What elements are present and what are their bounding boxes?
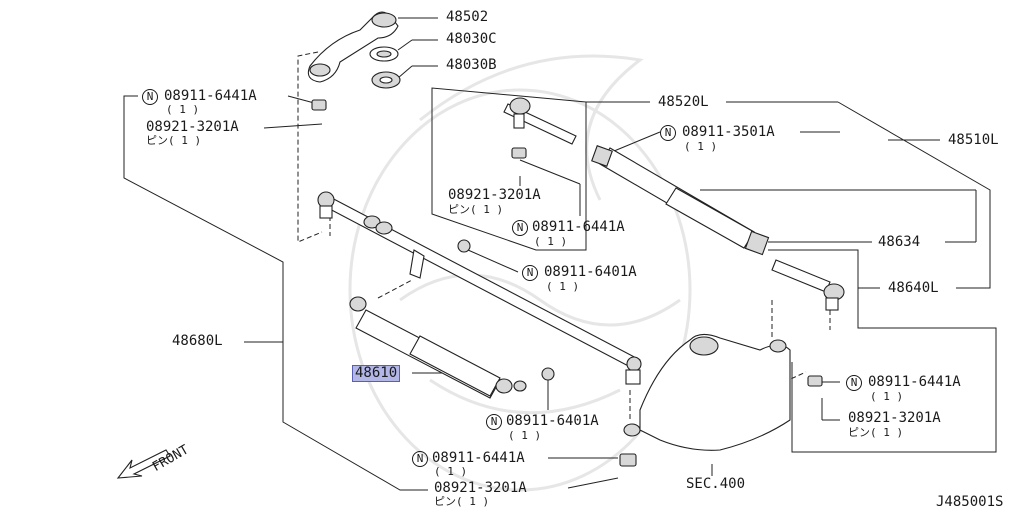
n-badge-icon: N [512, 220, 528, 236]
callout-box-pin-qty: ピン( 1 ) [448, 203, 504, 216]
callout-mid-nut-qty: ( 1 ) [684, 140, 718, 153]
watermark-emblem [348, 54, 692, 492]
n-badge-icon: N [846, 375, 862, 391]
pitman-arm-48502 [307, 11, 399, 83]
n-badge-icon: N [142, 89, 158, 105]
callout-bot-nut-code[interactable]: 08911-6441A [432, 450, 525, 466]
part-label-48680L[interactable]: 48680L [172, 333, 223, 349]
callout-box-nut-code[interactable]: 08911-6441A [532, 219, 625, 235]
callout-rod-nut-qty: ( 1 ) [546, 280, 580, 293]
front-arrow-icon [116, 449, 171, 479]
steering-knuckle [623, 333, 791, 451]
nut-bottom [619, 453, 637, 467]
leader-lines [123, 17, 997, 491]
part-label-48610-highlighted[interactable]: 48610 [352, 365, 401, 382]
callout-rod-nut-code[interactable]: 08911-6401A [544, 264, 637, 280]
callout-tl-pin-code[interactable]: 08921-3201A [146, 119, 239, 135]
callout-bot-pin-qty: ピン( 1 ) [434, 495, 490, 508]
n-badge-icon: N [660, 125, 676, 141]
tie-rod-end-48640L [771, 259, 845, 387]
tie-rod-end-48520L [503, 97, 577, 159]
nut-top-left [311, 99, 327, 111]
callout-bot-pin-code[interactable]: 08921-3201A [434, 480, 527, 496]
washer-48030B [371, 71, 401, 89]
callout-box-pin-code[interactable]: 08921-3201A [448, 187, 541, 203]
callout-rb-nut-code[interactable]: 08911-6441A [868, 374, 961, 390]
callout-damp-nut-qty: ( 1 ) [508, 429, 542, 442]
steering-damper-48610 [349, 296, 555, 399]
assembly-guides [297, 51, 831, 420]
callout-tl-nut-code[interactable]: 08911-6441A [164, 88, 257, 104]
center-link-48680L [317, 191, 642, 385]
callout-box-nut-qty: ( 1 ) [534, 235, 568, 248]
part-label-48634[interactable]: 48634 [878, 234, 921, 250]
washer-48030C [369, 46, 399, 62]
part-label-48030C[interactable]: 48030C [446, 31, 497, 47]
callout-tl-pin-qty: ピン( 1 ) [146, 134, 202, 147]
diagram-code: J485001S [936, 494, 1004, 510]
callout-bot-nut-qty: ( 1 ) [434, 465, 468, 478]
callout-rb-pin-code[interactable]: 08921-3201A [848, 410, 941, 426]
n-badge-icon: N [486, 414, 502, 430]
callout-damp-nut-code[interactable]: 08911-6401A [506, 413, 599, 429]
callout-rb-pin-qty: ピン( 1 ) [848, 426, 904, 439]
part-label-48640L[interactable]: 48640L [888, 280, 939, 296]
callout-tl-nut-qty: ( 1 ) [166, 103, 200, 116]
part-label-48520L[interactable]: 48520L [658, 94, 709, 110]
part-label-48502[interactable]: 48502 [446, 9, 489, 25]
n-badge-icon: N [522, 265, 538, 281]
part-label-48510L[interactable]: 48510L [948, 132, 999, 148]
adjust-tube-48510L [591, 145, 770, 256]
n-badge-icon: N [412, 451, 428, 467]
section-reference[interactable]: SEC.400 [686, 476, 746, 492]
callout-rb-nut-qty: ( 1 ) [870, 390, 904, 403]
callout-mid-nut-code[interactable]: 08911-3501A [682, 124, 775, 140]
part-label-48030B[interactable]: 48030B [446, 57, 497, 73]
